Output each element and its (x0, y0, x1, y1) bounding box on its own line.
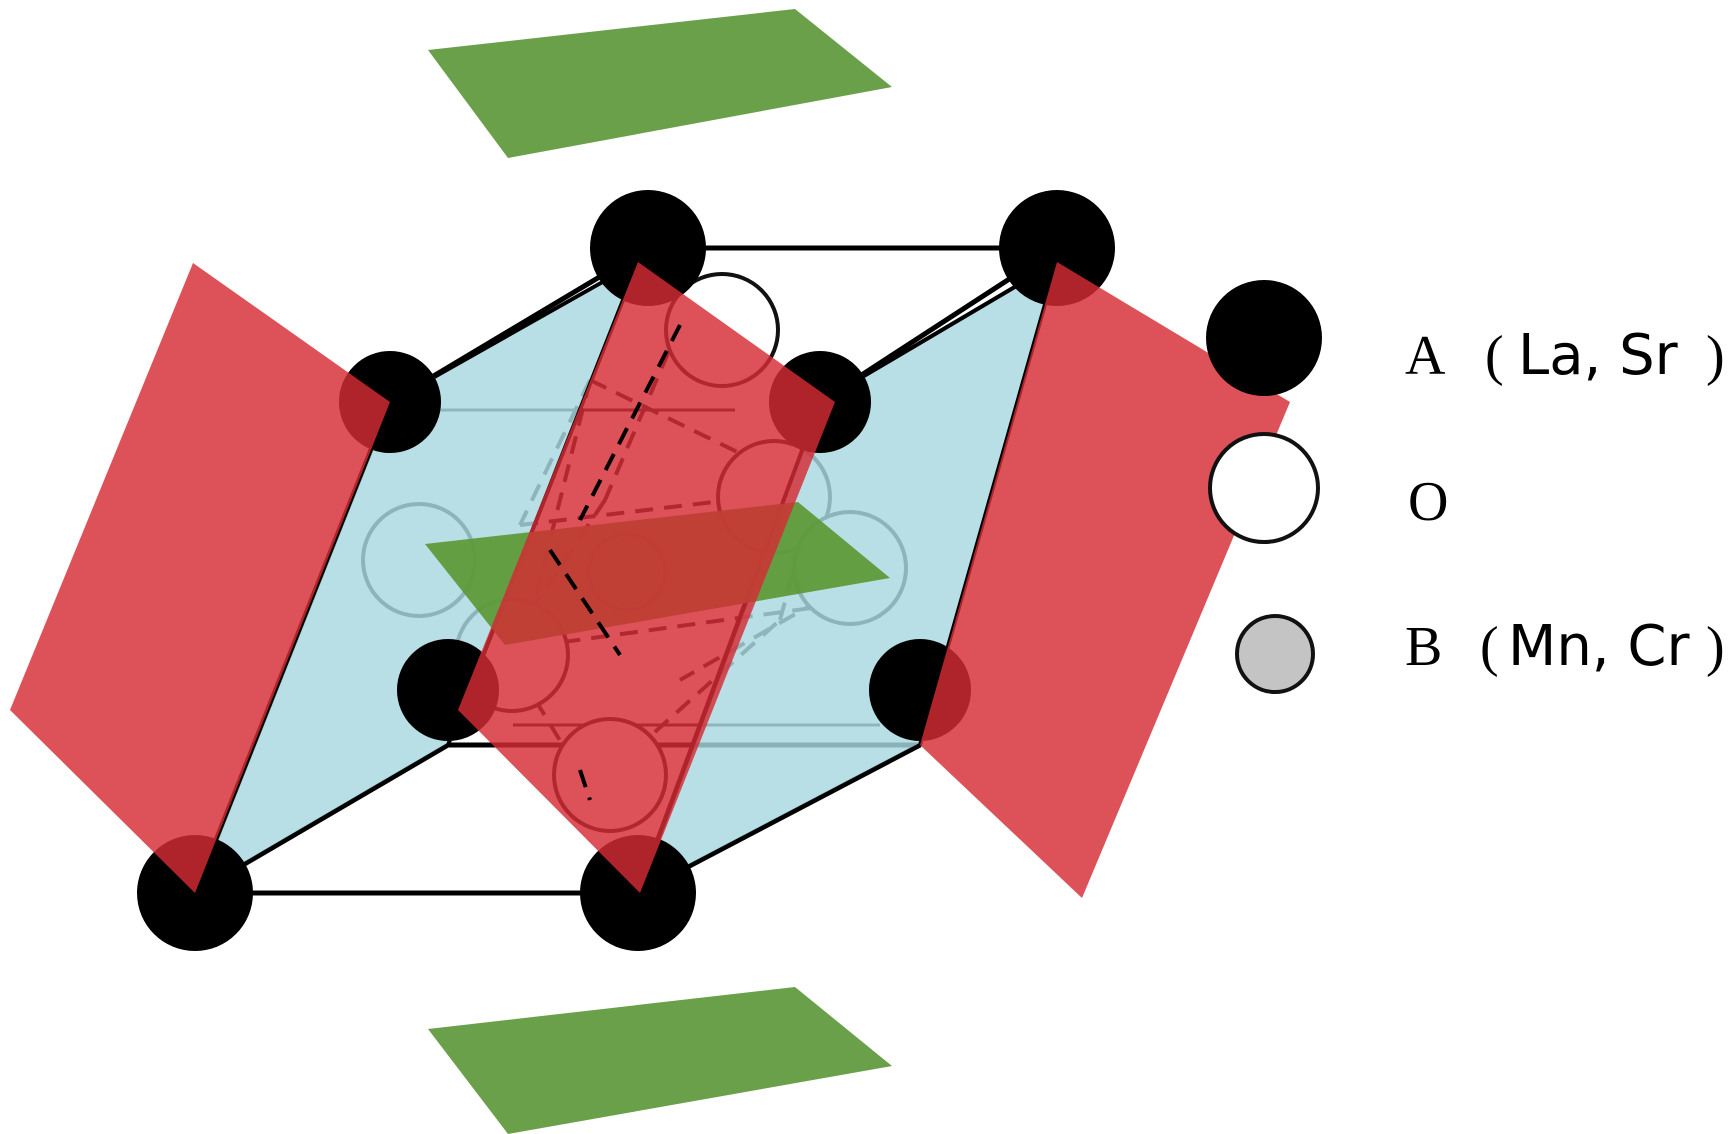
b-site-open-paren: ( (1480, 616, 1499, 678)
green-plane-bottom (428, 987, 892, 1134)
b-site-close-paren: ) (1706, 616, 1725, 678)
a-site-elements: La, Sr (1518, 323, 1679, 388)
a-site-key: A (1405, 325, 1446, 387)
a-site-open-paren: ( (1485, 325, 1504, 387)
legend: A ( La, Sr ) O B ( Mn, Cr ) (1206, 280, 1725, 692)
oxygen-legend-icon (1210, 434, 1318, 542)
b-site-key: B (1405, 616, 1442, 678)
green-plane-top (428, 9, 892, 158)
oxygen-key: O (1408, 471, 1448, 533)
b-site-elements: Mn, Cr (1508, 614, 1691, 679)
a-site-legend-icon (1206, 280, 1322, 396)
a-site-close-paren: ) (1706, 325, 1725, 387)
b-site-legend-icon (1237, 616, 1313, 692)
